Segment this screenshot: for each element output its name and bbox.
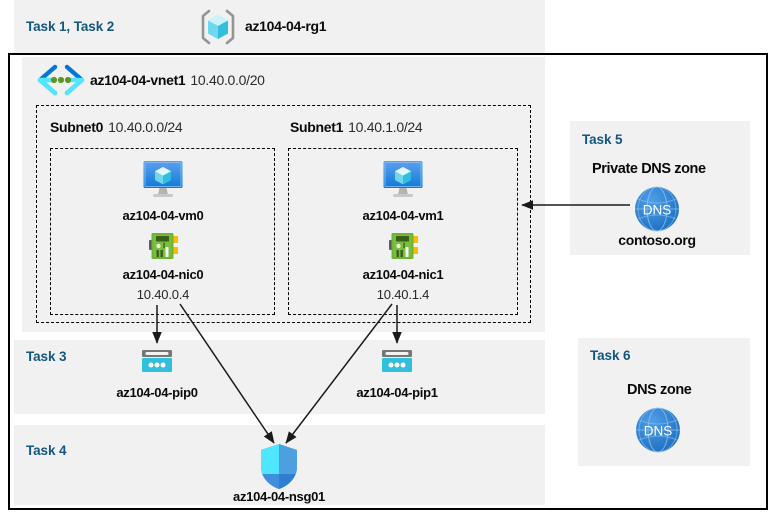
pip1-label: az104-04-pip1 (356, 385, 438, 400)
virtual-machine-icon (381, 157, 425, 201)
vnet-cidr: 10.40.0.0/20 (190, 72, 265, 88)
nic1-label: az104-04-nic1 (362, 267, 444, 282)
resource-group-icon (198, 7, 238, 47)
nic0-label: az104-04-nic0 (122, 267, 204, 282)
nic1-ip: 10.40.1.4 (376, 287, 430, 302)
dns-zone-heading: DNS zone (627, 382, 692, 398)
subnet1-boundary (288, 148, 518, 315)
subnets-outer-boundary (36, 105, 531, 323)
virtual-network-icon (34, 64, 86, 96)
public-ip-address-icon (139, 349, 175, 379)
network-interface-icon (387, 229, 421, 263)
nic0-ip: 10.40.0.4 (136, 287, 190, 302)
resource-group-name-text: az104-04-rg1 (245, 18, 327, 34)
pip0-label: az104-04-pip0 (116, 385, 198, 400)
task3-panel (14, 340, 545, 414)
public-ip-address-icon (379, 349, 415, 379)
subnet1-cidr: 10.40.1.0/24 (348, 119, 423, 135)
task-label-4: Task 4 (26, 443, 67, 458)
subnet1-name: Subnet1 (290, 119, 344, 135)
vm0-label: az104-04-vm0 (122, 208, 204, 223)
virtual-machine-icon (141, 157, 185, 201)
dns-zone-icon: DNS (633, 185, 681, 233)
resource-group-name: az104-04-rg1 (245, 18, 327, 34)
resource-group-boundary (8, 53, 768, 510)
vm1-label: az104-04-vm1 (362, 208, 444, 223)
resource-group-header-panel (14, 0, 545, 53)
vnet-panel (22, 57, 545, 332)
subnet0-boundary (50, 148, 275, 315)
dns-icon-text: DNS (644, 424, 673, 439)
network-security-group-icon (257, 443, 301, 491)
task-label-3: Task 3 (26, 349, 67, 364)
subnet0-cidr: 10.40.0.0/24 (108, 119, 183, 135)
private-dns-zone-heading: Private DNS zone (592, 161, 706, 177)
dns-icon-text: DNS (643, 203, 672, 218)
private-dns-zone-name: contoso.org (618, 232, 696, 248)
task-label-5: Task 5 (582, 132, 623, 147)
vnet-name: az104-04-vnet1 (90, 72, 186, 88)
nsg-label: az104-04-nsg01 (233, 489, 325, 504)
dns-zone-icon: DNS (634, 406, 682, 454)
network-interface-icon (147, 229, 181, 263)
task-label-6: Task 6 (590, 348, 631, 363)
subnet0-name: Subnet0 (50, 119, 104, 135)
task-label-1-2: Task 1, Task 2 (26, 19, 115, 34)
